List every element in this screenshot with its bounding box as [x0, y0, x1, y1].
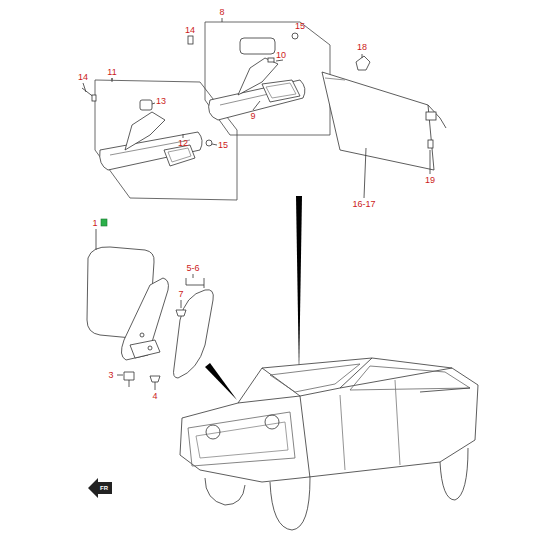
callout-number: 8 [218, 7, 225, 17]
callout-number: 11 [106, 67, 117, 77]
callout-number: 14 [77, 72, 89, 82]
callout-number: 5-6 [185, 263, 200, 273]
callout-number: 15 [217, 140, 229, 150]
callout-number: 13 [155, 96, 167, 106]
callout-number: 18 [356, 42, 368, 52]
callout-number: 7 [177, 289, 184, 299]
direction-arrow-text: FR [99, 485, 109, 492]
callout-number: 15 [294, 21, 306, 31]
callout-number: 12 [177, 138, 189, 148]
callout-number: 1 [91, 218, 98, 228]
callout-number: 3 [107, 370, 114, 380]
callout-number: 16-17 [351, 199, 376, 209]
callout-number: 9 [249, 111, 256, 121]
callout-number: 4 [151, 391, 158, 401]
callout-number: 10 [275, 50, 287, 60]
callout-number: 19 [424, 175, 436, 185]
callout-number: 14 [184, 25, 196, 35]
